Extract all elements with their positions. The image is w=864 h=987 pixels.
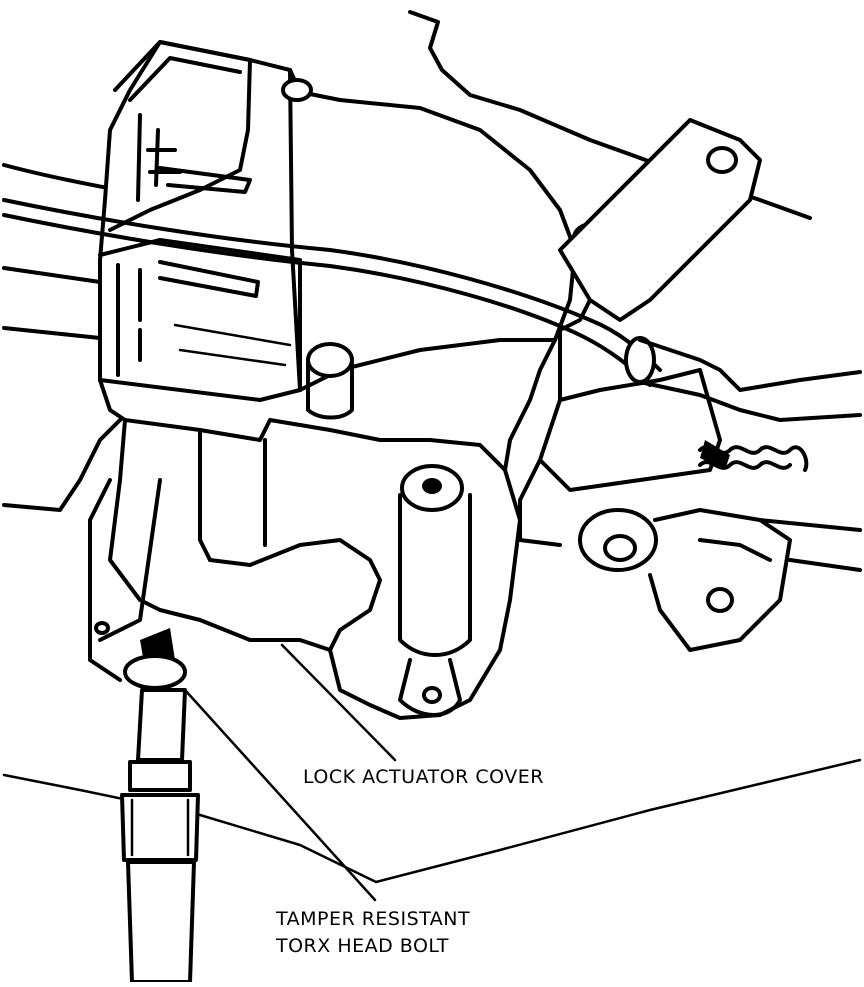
mounting-bracket (518, 118, 862, 652)
torx-bolt-callout-line-1: TAMPER RESISTANT (276, 908, 471, 930)
lock-actuator-cover-callout: LOCK ACTUATOR COVER (303, 766, 544, 788)
door-flange-plate (88, 478, 162, 682)
leader-line-bolt (183, 688, 377, 902)
lock-rod (2, 198, 862, 422)
torx-driver-tool (120, 628, 200, 984)
leader-lines (183, 643, 397, 902)
torx-bolt-callout-line-2: TORX HEAD BOLT (276, 935, 450, 957)
lock-actuator-housing (98, 40, 612, 720)
leader-line-cover (280, 643, 397, 762)
